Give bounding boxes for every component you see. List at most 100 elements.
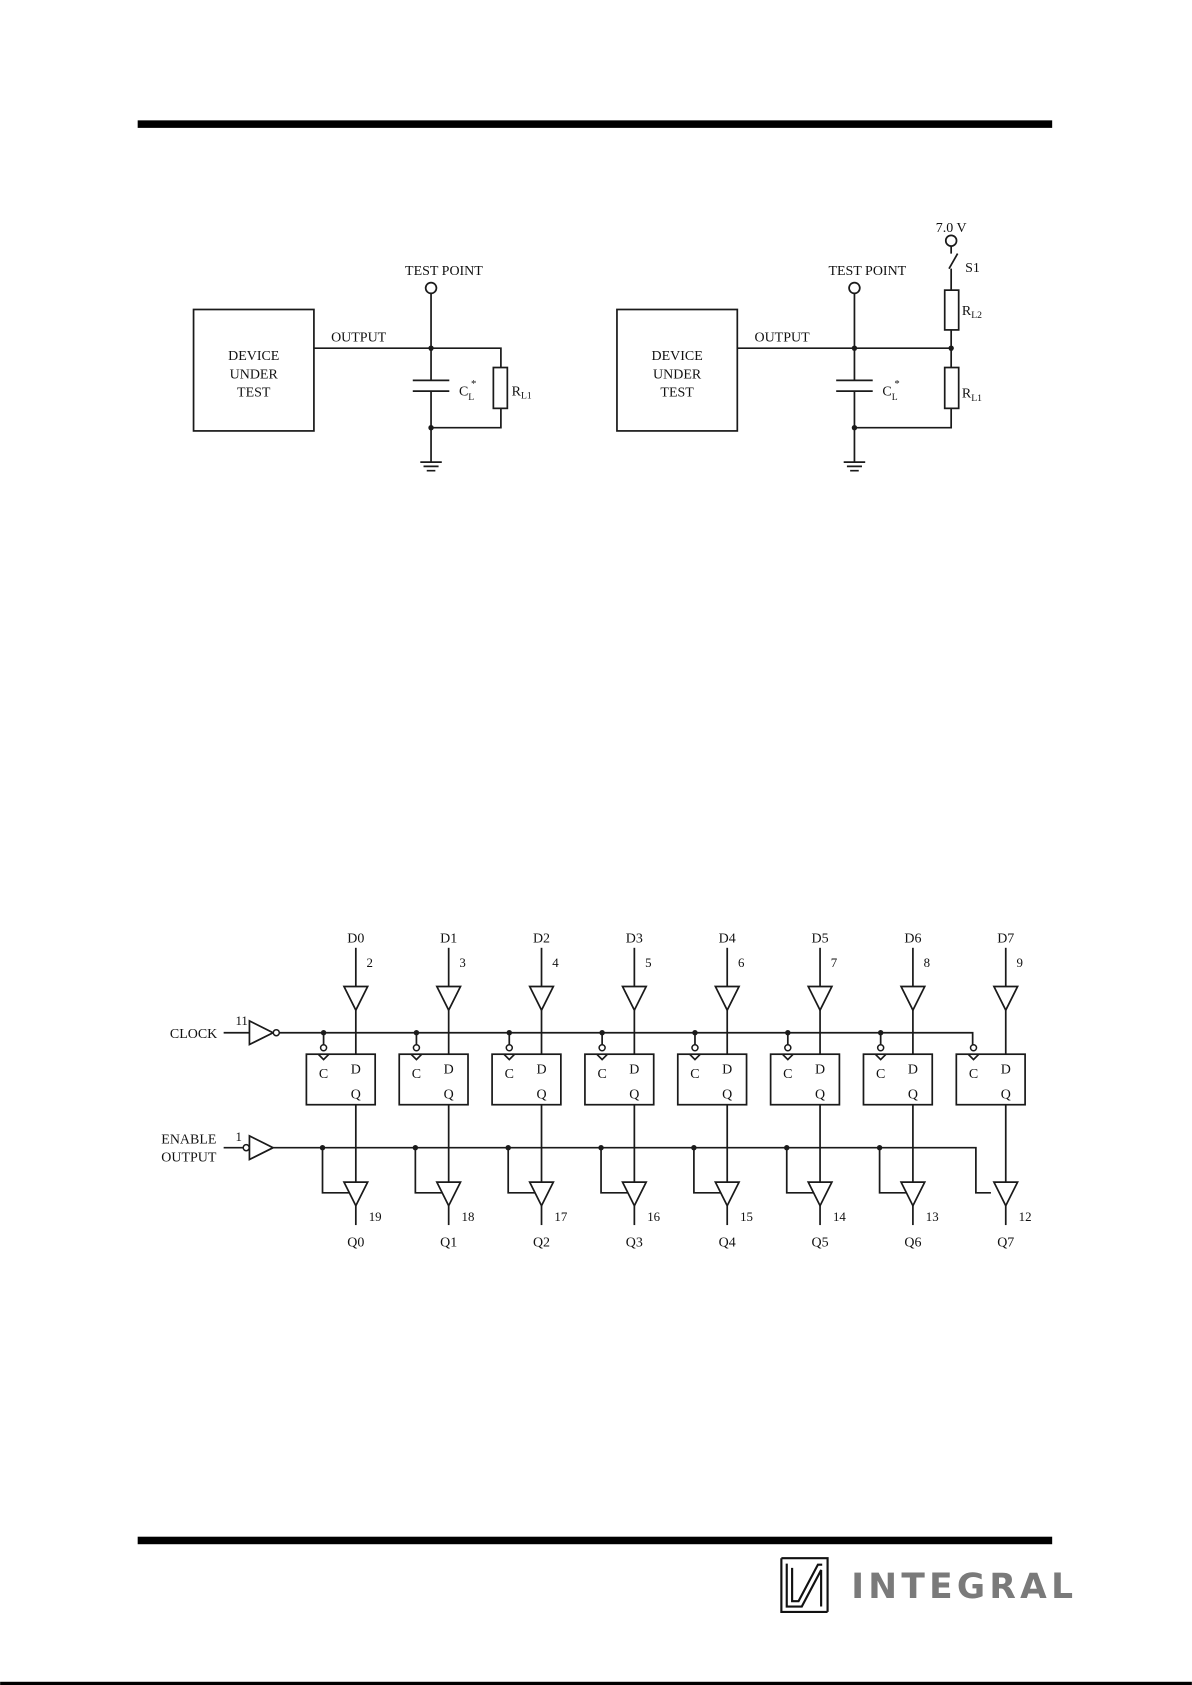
q-output-label: Q0 bbox=[347, 1236, 364, 1251]
enable-tap-wire bbox=[878, 1147, 908, 1194]
ff-d-label: D bbox=[908, 1063, 918, 1078]
enable-tap-wire bbox=[414, 1147, 444, 1194]
integral-logo-icon bbox=[780, 1557, 829, 1614]
data-input-label: D6 bbox=[904, 931, 921, 946]
output-buffer-icon bbox=[528, 1181, 555, 1208]
data-input-pin: 8 bbox=[924, 956, 930, 970]
clock-bubble-icon bbox=[876, 1043, 885, 1052]
dut-label-line3: TEST bbox=[660, 386, 694, 401]
ground-icon bbox=[843, 461, 866, 472]
output-wire bbox=[313, 347, 502, 368]
q-output-label: Q3 bbox=[626, 1236, 643, 1251]
junction-dot bbox=[320, 1030, 327, 1036]
supply-label: 7.0 V bbox=[936, 221, 967, 236]
flip-flop-box bbox=[676, 1053, 748, 1106]
q-output-pin: 14 bbox=[833, 1210, 846, 1224]
inversion-bubble-icon bbox=[242, 1143, 250, 1152]
dut-label-line2: UNDER bbox=[653, 367, 702, 382]
input-buffer-icon bbox=[528, 985, 555, 1013]
ff-d-label: D bbox=[351, 1063, 361, 1078]
enable-bus bbox=[273, 1146, 991, 1194]
clock-edge-icon bbox=[317, 1053, 330, 1061]
flip-flop-box bbox=[584, 1053, 655, 1106]
test-point-label: TEST POINT bbox=[405, 264, 483, 279]
dut-box bbox=[616, 308, 739, 432]
output-buffer-icon bbox=[621, 1181, 648, 1208]
ff-q-label: Q bbox=[629, 1087, 639, 1102]
clock-label: CLOCK bbox=[170, 1027, 217, 1042]
clock-edge-icon bbox=[874, 1053, 887, 1061]
enable-tap-wire bbox=[600, 1147, 629, 1194]
q-output-pin: 17 bbox=[554, 1210, 567, 1224]
ff-c-label: C bbox=[690, 1067, 699, 1082]
clock-edge-icon bbox=[967, 1053, 980, 1061]
ff-q-label: Q bbox=[722, 1087, 732, 1102]
data-input-label: D1 bbox=[440, 931, 457, 946]
inverter-icon bbox=[248, 1019, 275, 1046]
q-output-pin: 19 bbox=[369, 1210, 382, 1224]
q-output-pin: 18 bbox=[462, 1210, 475, 1224]
test-point-label: TEST POINT bbox=[828, 264, 906, 279]
data-input-pin: 4 bbox=[552, 956, 559, 970]
q-output-label: Q4 bbox=[719, 1236, 736, 1251]
switch-label: S1 bbox=[965, 261, 980, 276]
input-buffer-icon bbox=[342, 985, 370, 1013]
output-buffer-icon bbox=[899, 1181, 927, 1208]
output-buffer-icon bbox=[435, 1181, 462, 1208]
junction-dot bbox=[413, 1030, 420, 1036]
data-input-pin: 3 bbox=[459, 956, 465, 970]
junction-dot bbox=[599, 1030, 605, 1036]
brand-name: INTEGRAL bbox=[851, 1567, 1077, 1607]
header-rule bbox=[137, 120, 1053, 128]
dut-box bbox=[192, 308, 315, 432]
resistor-icon bbox=[943, 366, 960, 410]
footer-rule bbox=[137, 1536, 1053, 1545]
data-input-label: D3 bbox=[626, 931, 643, 946]
ff-q-label: Q bbox=[536, 1087, 546, 1102]
clock-bubble-icon bbox=[412, 1043, 421, 1052]
ff-q-label: Q bbox=[815, 1087, 825, 1102]
input-buffer-icon bbox=[899, 985, 927, 1013]
enable-tap-wire bbox=[507, 1147, 537, 1194]
enable-label-line2: OUTPUT bbox=[161, 1151, 217, 1166]
flip-flop-box bbox=[491, 1053, 562, 1106]
clock-bubble-icon bbox=[319, 1043, 328, 1052]
output-label: OUTPUT bbox=[755, 331, 811, 346]
data-input-pin: 9 bbox=[1016, 956, 1022, 970]
q-output-pin: 15 bbox=[740, 1210, 753, 1224]
junction-dot bbox=[851, 345, 858, 351]
clock-edge-icon bbox=[688, 1053, 701, 1061]
dut-label-line1: DEVICE bbox=[652, 349, 703, 364]
cap-label: CL* bbox=[459, 378, 476, 403]
q-output-label: Q7 bbox=[997, 1236, 1014, 1251]
page-edge bbox=[0, 1681, 1192, 1685]
clock-bubble-icon bbox=[969, 1043, 978, 1052]
clock-edge-icon bbox=[596, 1053, 609, 1061]
ff-c-label: C bbox=[505, 1067, 514, 1082]
ff-d-label: D bbox=[815, 1063, 825, 1078]
data-input-label: D4 bbox=[719, 931, 736, 946]
data-input-label: D5 bbox=[812, 931, 829, 946]
output-buffer-icon bbox=[806, 1181, 834, 1208]
ff-d-label: D bbox=[444, 1063, 454, 1078]
flip-flop-box bbox=[305, 1053, 377, 1106]
resistor-icon bbox=[492, 366, 509, 410]
q-output-label: Q5 bbox=[812, 1236, 829, 1251]
res2-label: RL2 bbox=[962, 304, 982, 321]
enable-tap-wire bbox=[693, 1147, 722, 1194]
junction-dot bbox=[785, 1030, 791, 1036]
output-buffer-icon bbox=[342, 1181, 370, 1208]
resistor-icon bbox=[943, 289, 960, 331]
flip-flop-box bbox=[955, 1053, 1026, 1106]
junction-dot bbox=[851, 425, 858, 431]
ff-q-label: Q bbox=[351, 1087, 361, 1102]
enable-tap-wire bbox=[785, 1147, 815, 1194]
q-output-label: Q1 bbox=[440, 1236, 457, 1251]
inversion-bubble-icon bbox=[272, 1028, 281, 1037]
clock-bus bbox=[279, 1031, 974, 1047]
res1-label: RL1 bbox=[962, 387, 982, 404]
integral-logo: INTEGRAL bbox=[780, 1557, 1077, 1614]
input-buffer-icon bbox=[435, 985, 462, 1013]
q-output-pin: 13 bbox=[926, 1210, 939, 1224]
input-buffer-icon bbox=[806, 985, 834, 1013]
